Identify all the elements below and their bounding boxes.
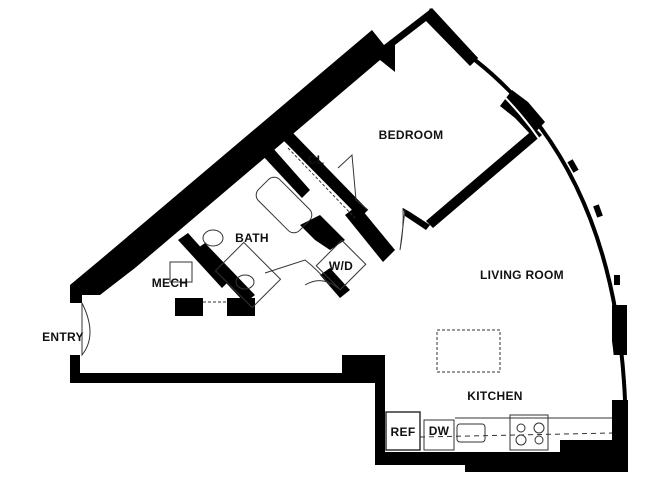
curtain-wall-window (473, 58, 627, 401)
refrigerator (385, 411, 421, 451)
window-pier (593, 204, 603, 218)
room-label-washer-dryer: W/D (328, 259, 354, 273)
left-wall-bottom (70, 355, 80, 383)
kitchen-left-wall (375, 355, 385, 465)
bath-door (264, 259, 331, 286)
dishwasher (423, 419, 455, 451)
burner (516, 423, 526, 433)
mech-upper-wall (178, 233, 230, 288)
mech-bottom-wall (175, 298, 203, 316)
sink (235, 274, 255, 290)
room-label-kitchen: KITCHEN (467, 389, 523, 403)
washer-dryer (315, 239, 367, 291)
wd-bottom-wall (320, 268, 350, 298)
kitchen-island-outline (436, 329, 501, 373)
burner (533, 422, 545, 434)
closet-bath-wall (283, 132, 368, 218)
bedroom-living-wall (426, 128, 542, 228)
top-right-wall (425, 8, 478, 66)
kitchen-bottom-wall (375, 452, 470, 465)
curtain-wall-window-inner (469, 65, 617, 401)
room-label-living-room: LIVING ROOM (480, 268, 564, 282)
fixture-label-dishwasher: DW (428, 424, 450, 438)
bath-bottom-wall (227, 298, 255, 316)
room-label-bath: BATH (235, 231, 269, 245)
bath-upper-wall (262, 147, 310, 198)
room-label-bedroom: BEDROOM (378, 128, 444, 142)
bath-wd-wall (300, 215, 345, 250)
range (509, 414, 549, 451)
bath-lower-wall (195, 243, 255, 303)
fixture-label-refrigerator: REF (390, 425, 416, 439)
bottom-wall (70, 373, 385, 383)
left-wall-top (70, 293, 82, 303)
room-label-entry: ENTRY (42, 330, 84, 344)
wd-door (304, 280, 339, 289)
wd-right-wall (345, 205, 395, 262)
burner (515, 434, 527, 446)
fixtures (81, 58, 627, 451)
closet-door (337, 153, 369, 211)
entry-door-swing (81, 302, 91, 357)
window-pier (567, 159, 579, 173)
water-heater (169, 261, 193, 283)
bathtub (255, 176, 313, 234)
kitchen-right-wall (560, 400, 628, 470)
vanity (214, 241, 282, 309)
burner (534, 435, 544, 445)
kitchen-sink (456, 423, 486, 443)
room-label-closet: CL (307, 153, 325, 167)
window-pier (614, 275, 620, 285)
window-pier (500, 90, 545, 136)
bedroom-door (399, 207, 406, 251)
toilet (202, 229, 224, 247)
closet-rod (287, 147, 356, 219)
outer-diagonal-wall (70, 8, 478, 295)
room-label-mech: MECH (151, 276, 189, 290)
bedroom-living-wall-2 (403, 208, 430, 230)
walls (70, 8, 628, 472)
